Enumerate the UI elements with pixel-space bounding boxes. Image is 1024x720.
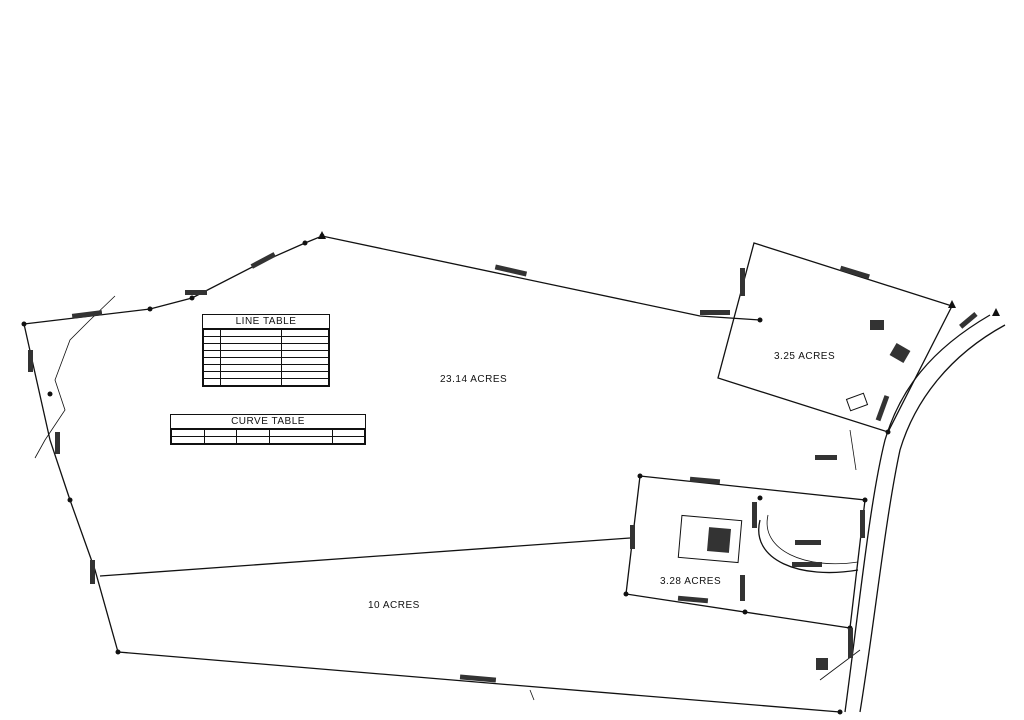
north-boundary-line [23,235,761,325]
monument-triangle [318,231,326,239]
parcel-3-25-acres-label: 3.25 ACRES [774,351,836,362]
parcel-3-25-acres-outline [717,242,953,433]
monument-point [862,497,868,503]
table-row [203,329,329,337]
table-row [171,429,365,437]
leader-line [849,429,857,471]
monument-point [742,609,748,615]
leader-line [529,689,535,701]
bearing-annotation-mark [875,395,890,422]
parcel-23-14-acres-label: 23.14 ACRES [440,374,508,385]
monument-point [67,497,73,503]
division-line [99,537,631,577]
bearing-annotation-mark [250,252,276,269]
line-table: LINE TABLE [202,314,330,387]
bearing-annotation-mark [959,312,978,329]
monument-triangle [948,300,956,308]
bearing-annotation-mark [677,595,709,604]
monument-point [302,240,308,246]
road-right-of-way-west [844,314,991,713]
bearing-annotation-mark [839,265,870,280]
bearing-annotation-mark [815,455,837,460]
road-right-of-way-east [859,324,1006,713]
line-table-grid [203,329,329,386]
bearing-annotation-mark [848,628,853,658]
south-boundary-line [117,651,841,713]
monument-point [189,295,195,301]
parcel-3-28-acres-label: 3.28 ACRES [660,576,722,587]
bearing-annotation-mark [740,575,745,601]
bearing-annotation-mark [870,320,884,330]
monument-point [757,495,763,501]
bearing-annotation-mark [630,525,635,549]
monument-point [147,306,153,312]
monument-point [757,317,763,323]
curve-table-grid [171,429,365,444]
monument-point [623,591,629,597]
table-row [203,350,329,358]
bearing-annotation-mark [792,562,822,567]
bearing-annotation-mark [90,560,95,584]
bearing-annotation-mark [689,476,721,485]
bearing-annotation-mark [752,502,757,528]
shed-structure-2 [845,392,869,412]
driveway-curve [758,519,859,574]
table-row [203,371,329,379]
survey-monuments [21,231,1000,715]
bearing-annotation-mark [860,510,865,538]
shed-structure [889,342,911,364]
monument-point [21,321,27,327]
curve-table: CURVE TABLE [170,414,366,445]
driveway-curve-inner [766,514,859,565]
drainage-line [34,295,116,459]
leader-line [819,649,861,681]
table-row [203,364,329,372]
bearing-annotation-mark [55,432,60,454]
bearing-annotation-mark [816,658,828,670]
bearing-annotation-mark [459,674,497,683]
monument-point [47,391,53,397]
monument-point [885,429,891,435]
house-structure [677,514,743,564]
bearing-annotation-mark [795,540,821,545]
line-table-title: LINE TABLE [203,315,329,329]
monument-point [115,649,121,655]
monument-point [637,473,643,479]
bearing-annotation-mark [185,290,207,295]
west-boundary-line [23,323,119,653]
bearing-annotation-mark [71,310,103,319]
curve-table-title: CURVE TABLE [171,415,365,429]
table-row [203,336,329,344]
table-row [203,343,329,351]
table-row [203,378,329,386]
monument-point [837,709,843,715]
structures [677,342,911,564]
house-hatch [706,527,732,553]
parcel-3-28-acres-outline [625,475,866,629]
table-row [171,436,365,444]
bearing-annotation-mark [740,268,745,296]
monument-triangle [992,308,1000,316]
bearing-annotations [28,252,978,683]
table-row [203,357,329,365]
bearing-annotation-mark [700,310,730,315]
boundary-lines [23,235,1006,713]
parcel-10-acres-label: 10 ACRES [368,600,420,611]
bearing-annotation-mark [28,350,33,372]
bearing-annotation-mark [494,264,528,277]
